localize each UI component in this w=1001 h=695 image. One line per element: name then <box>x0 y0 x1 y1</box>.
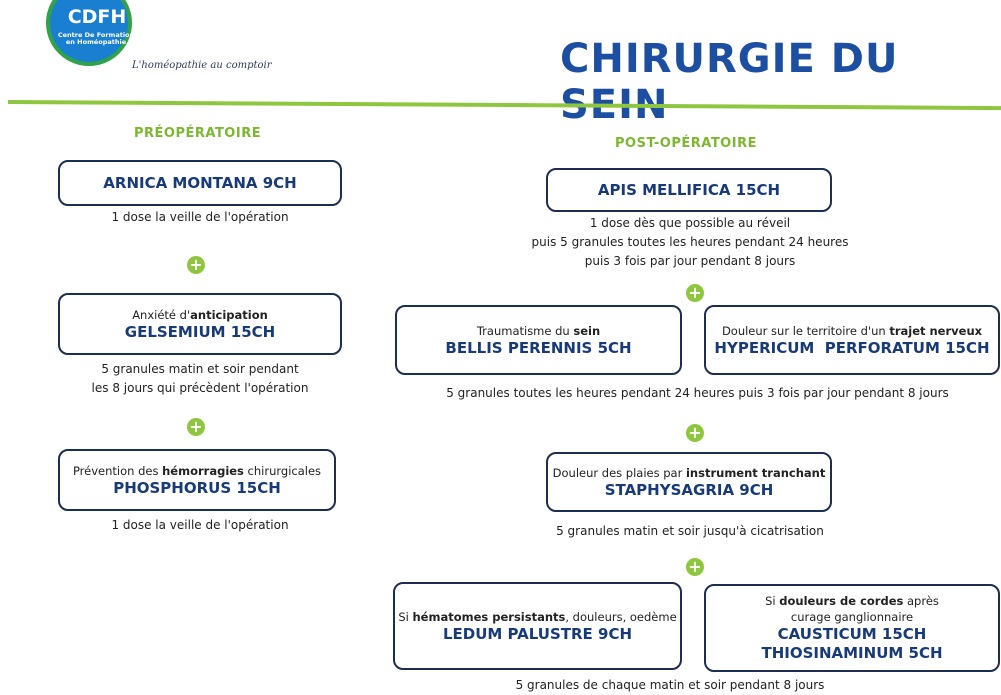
dose-line: 1 dose la veille de l'opération <box>111 210 289 224</box>
plus-icon: + <box>187 418 205 436</box>
context-pre: Douleur des plaies par <box>552 465 686 480</box>
context-text: Douleur sur le territoire d'un trajet ne… <box>722 323 982 339</box>
dose-text-bellis-hypericum: 5 granules toutes les heures pendant 24 … <box>446 386 949 400</box>
plus-icon: + <box>187 256 205 274</box>
plus-icon: + <box>686 284 704 302</box>
context-post: après curage ganglionnaire <box>790 594 939 624</box>
logo-title: CDFH <box>67 6 127 28</box>
dose-line: 1 dose dès que possible au réveil <box>589 216 791 230</box>
plus-icon: + <box>686 424 704 442</box>
remedy-card-gelsemium: Anxiété d'anticipation GELSEMIUM 15CH <box>58 293 342 355</box>
logo-circle <box>46 0 132 66</box>
remedy-card-bellis: Traumatisme du sein BELLIS PERENNIS 5CH <box>395 305 682 375</box>
context-pre: Traumatisme du <box>476 323 574 338</box>
page-title: CHIRURGIE DU SEIN <box>560 36 899 128</box>
context-text: Si douleurs de cordes après curage gangl… <box>747 593 957 625</box>
context-bold: trajet nerveux <box>889 323 983 338</box>
logo-tagline: L'homéopathie au comptoir <box>132 60 272 71</box>
context-text: Douleur des plaies par instrument tranch… <box>553 465 826 481</box>
remedy-name: BELLIS PERENNIS 5CH <box>445 338 632 357</box>
context-pre: Prévention des <box>72 463 163 478</box>
dose-line: les 8 jours qui précèdent l'opération <box>91 381 309 395</box>
remedy-card-causticum: Si douleurs de cordes après curage gangl… <box>704 584 1000 672</box>
postop-section-title: POST-OPÉRATOIRE <box>615 136 757 151</box>
remedy-card-ledum: Si hématomes persistants, douleurs, oedè… <box>393 582 682 670</box>
remedy-name-2: THIOSINAMINUM 5CH <box>761 644 943 662</box>
context-bold: hématomes persistants <box>412 609 566 624</box>
remedy-name: PHOSPHORUS 15CH <box>113 478 281 497</box>
context-text: Traumatisme du sein <box>477 323 600 339</box>
dose-text-staphysagria: 5 granules matin et soir jusqu'à cicatri… <box>556 524 824 538</box>
logo-subtitle: Centre De Formation en Homéopathie <box>57 31 135 46</box>
preop-section-title: PRÉOPÉRATOIRE <box>134 126 262 141</box>
context-post: , douleurs, oedème <box>565 609 677 624</box>
remedy-name: LEDUM PALUSTRE 9CH <box>442 624 633 643</box>
dose-line: 1 dose la veille de l'opération <box>111 518 289 532</box>
dose-text-apis: 1 dose dès que possible au réveil puis 5… <box>470 214 910 271</box>
plus-icon: + <box>686 558 704 576</box>
dose-text-arnica: 1 dose la veille de l'opération <box>58 208 342 227</box>
dose-line: puis 5 granules toutes les heures pendan… <box>531 235 849 249</box>
remedy-name: HYPERICUM PERFORATUM 15CH <box>714 338 990 357</box>
remedy-name: STAPHYSAGRIA 9CH <box>604 480 774 499</box>
context-text: Prévention des hémorragies chirurgicales <box>73 463 321 479</box>
dose-text-phosphorus: 1 dose la veille de l'opération <box>58 516 342 535</box>
context-pre: Anxiété d' <box>132 307 191 322</box>
dose-line: 5 granules matin et soir pendant <box>101 362 299 376</box>
remedy-card-phosphorus: Prévention des hémorragies chirurgicales… <box>58 449 336 511</box>
context-pre: Si <box>398 609 413 624</box>
dose-text-gelsemium: 5 granules matin et soir pendant les 8 j… <box>58 360 342 398</box>
context-bold: instrument tranchant <box>685 465 826 480</box>
remedy-card-apis: APIS MELLIFICA 15CH <box>546 168 832 212</box>
context-bold: douleurs de cordes <box>779 594 904 608</box>
remedy-name: APIS MELLIFICA 15CH <box>597 180 781 199</box>
remedy-card-hypericum: Douleur sur le territoire d'un trajet ne… <box>704 305 1000 375</box>
remedy-card-arnica: ARNICA MONTANA 9CH <box>58 160 342 206</box>
dose-line: puis 3 fois par jour pendant 8 jours <box>584 254 796 268</box>
remedy-name: GELSEMIUM 15CH <box>124 322 276 341</box>
context-pre: Douleur sur le territoire d'un <box>721 323 890 338</box>
context-bold: sein <box>573 323 601 338</box>
context-bold: hémorragies <box>162 463 244 478</box>
context-text: Anxiété d'anticipation <box>132 307 268 323</box>
remedy-card-staphysagria: Douleur des plaies par instrument tranch… <box>546 452 832 512</box>
dose-text-ledum-causticum: 5 granules de chaque matin et soir penda… <box>515 678 825 692</box>
context-bold: anticipation <box>190 307 268 322</box>
context-post: chirurgicales <box>243 463 322 478</box>
context-pre: Si <box>765 594 780 608</box>
remedy-name: ARNICA MONTANA 9CH <box>103 173 297 192</box>
remedy-name-1: CAUSTICUM 15CH <box>777 625 927 643</box>
context-text: Si hématomes persistants, douleurs, oedè… <box>398 609 676 625</box>
